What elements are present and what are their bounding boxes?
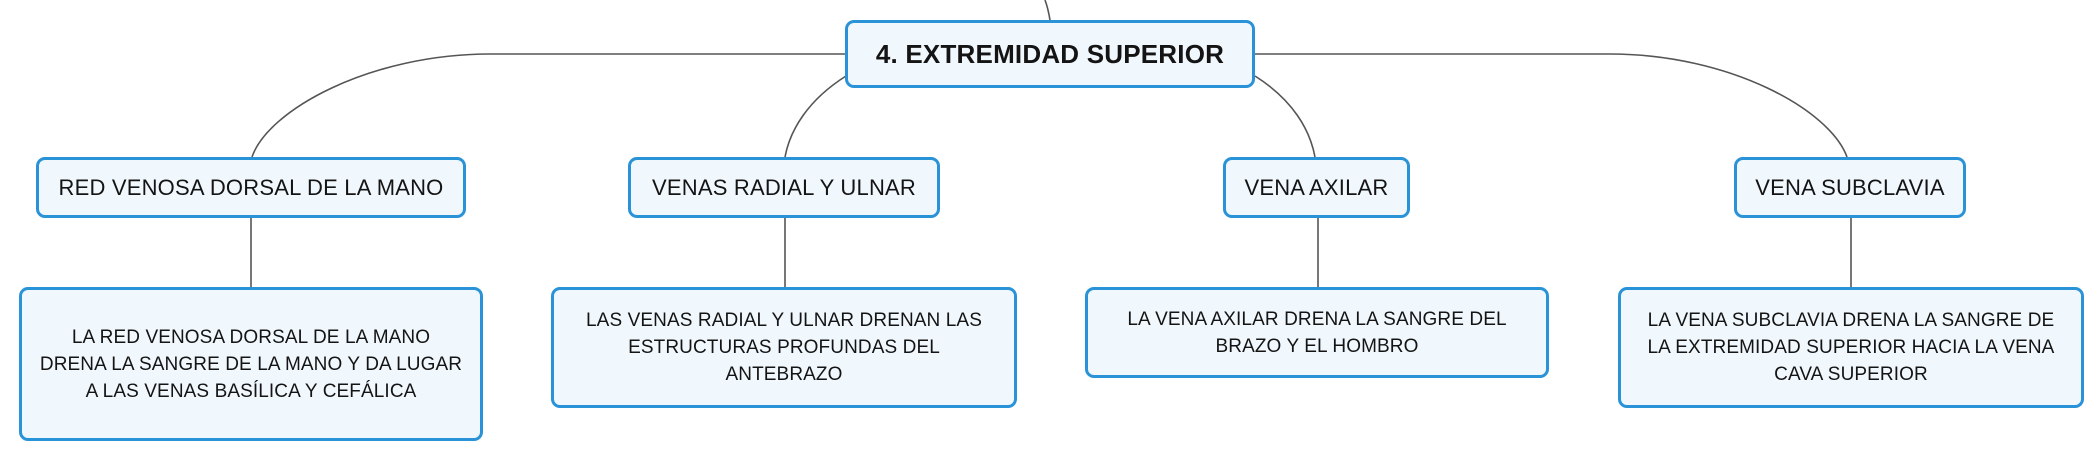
root-topic-node[interactable]: 4. EXTREMIDAD SUPERIOR [845, 20, 1255, 88]
leaf-node-venas-radial-ulnar[interactable]: LAS VENAS RADIAL Y ULNAR DRENAN LAS ESTR… [551, 287, 1017, 408]
connector-root-branch-4 [1254, 53, 1848, 158]
branch-node-vena-subclavia[interactable]: VENA SUBCLAVIA [1734, 157, 1966, 218]
branch-label: VENA AXILAR [1244, 174, 1389, 200]
connector-root-branch-1 [251, 53, 845, 158]
branch-label: RED VENOSA DORSAL DE LA MANO [58, 174, 444, 200]
leaf-description: LA VENA AXILAR DRENA LA SANGRE DEL BRAZO… [1127, 308, 1507, 357]
leaf-node-red-venosa-dorsal[interactable]: LA RED VENOSA DORSAL DE LA MANO DRENA LA… [19, 287, 483, 441]
leaf-description: LAS VENAS RADIAL Y ULNAR DRENAN LAS ESTR… [586, 310, 982, 385]
leaf-node-vena-axilar[interactable]: LA VENA AXILAR DRENA LA SANGRE DEL BRAZO… [1085, 287, 1549, 378]
branch-node-red-venosa-dorsal[interactable]: RED VENOSA DORSAL DE LA MANO [36, 157, 466, 218]
leaf-description: LA VENA SUBCLAVIA DRENA LA SANGRE DE LA … [1647, 310, 2055, 385]
connector-parent-root [1044, 0, 1051, 21]
connector-root-branch-3 [1254, 75, 1316, 158]
branch-node-vena-axilar[interactable]: VENA AXILAR [1223, 157, 1410, 218]
branch-label: VENAS RADIAL Y ULNAR [651, 174, 917, 200]
branch-node-venas-radial-ulnar[interactable]: VENAS RADIAL Y ULNAR [628, 157, 940, 218]
leaf-description: LA RED VENOSA DORSAL DE LA MANO DRENA LA… [39, 326, 463, 402]
branch-label: VENA SUBCLAVIA [1755, 174, 1945, 200]
leaf-node-vena-subclavia[interactable]: LA VENA SUBCLAVIA DRENA LA SANGRE DE LA … [1618, 287, 2084, 408]
root-topic-label: 4. EXTREMIDAD SUPERIOR [875, 38, 1225, 69]
connector-root-branch-2 [784, 75, 847, 158]
